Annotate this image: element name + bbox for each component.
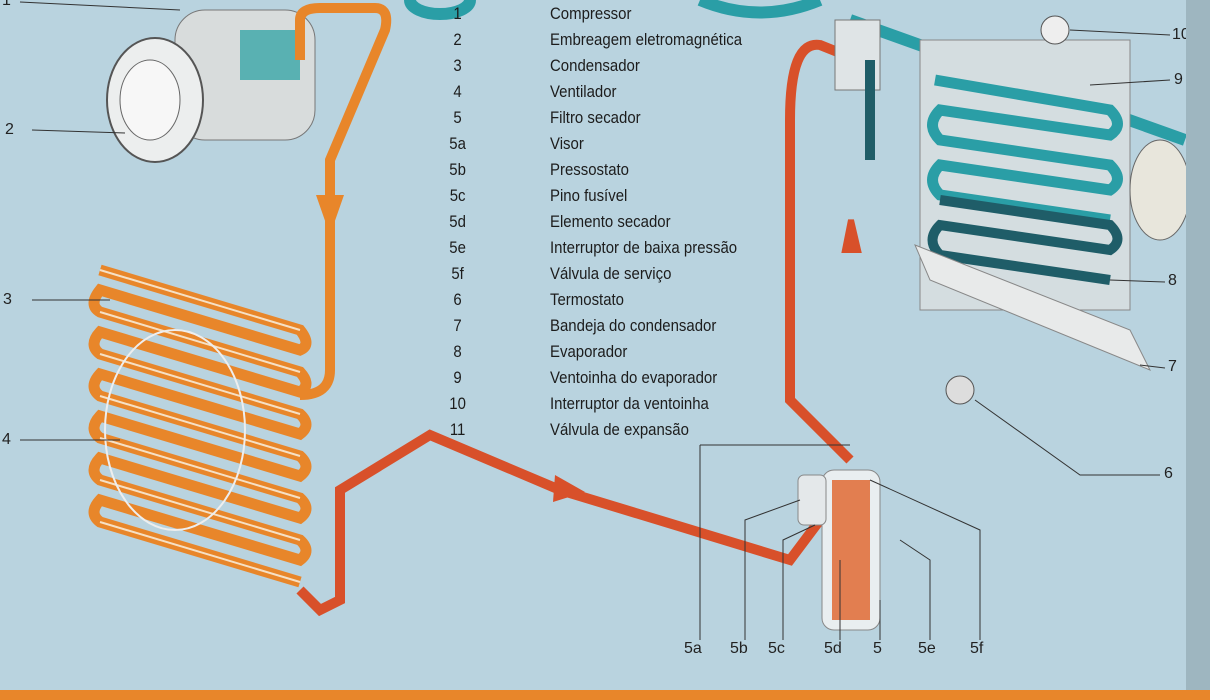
liquid-line: [296, 429, 824, 617]
legend-number: 5a: [449, 134, 466, 153]
callout-5b: 5b: [730, 640, 748, 657]
evaporator: [865, 39, 1131, 311]
legend-label: Evaporador: [550, 342, 628, 361]
leader-lines: [19, 1, 1171, 640]
callout-10: 10: [1172, 26, 1190, 43]
callout-9: 9: [1174, 71, 1183, 88]
callout-5: 5: [873, 640, 882, 657]
legend-label: Pino fusível: [550, 186, 628, 205]
legend-number: 5d: [449, 212, 466, 231]
legend-number: 7: [453, 316, 462, 335]
legend-number: 9: [453, 368, 462, 387]
legend-number: 3: [453, 56, 462, 75]
legend-number: 5c: [449, 186, 466, 205]
condenser-fan: [104, 329, 246, 531]
legend-number: 2: [453, 30, 462, 49]
legend-label: Visor: [550, 134, 584, 153]
callout-5a: 5a: [684, 640, 702, 657]
legend-label: Compressor: [550, 4, 632, 23]
callout-5f: 5f: [970, 640, 984, 657]
legend-label: Termostato: [550, 290, 625, 309]
callout-8: 8: [1168, 272, 1177, 289]
discharge-line: [295, 3, 392, 400]
legend-number: 10: [449, 394, 466, 413]
callout-7: 7: [1168, 358, 1177, 375]
legend-label: Bandeja do condensador: [550, 316, 717, 335]
legend-number: 5: [453, 108, 462, 127]
callout-3: 3: [3, 291, 12, 308]
callout-5d: 5d: [824, 640, 842, 657]
callout-1: 1: [2, 0, 11, 9]
legend-label: Ventilador: [550, 82, 617, 101]
legend-label: Válvula de expansão: [550, 420, 689, 439]
legend-number: 6: [453, 290, 462, 309]
condensate-tray: [914, 244, 1152, 371]
evaporator-fan: [1129, 139, 1191, 241]
legend-number: 11: [449, 420, 466, 439]
legend-label: Condensador: [550, 56, 640, 75]
callout-2: 2: [5, 121, 14, 138]
liquid-line-up: [785, 39, 854, 464]
legend-label: Interruptor de baixa pressão: [550, 238, 738, 257]
pipe-loop: [404, 0, 476, 20]
legend-number: 5e: [449, 238, 466, 257]
legend-number: 5b: [449, 160, 466, 179]
callout-4: 4: [2, 431, 11, 448]
flow-arrow: [553, 475, 585, 502]
legend-number: 4: [453, 82, 462, 101]
condenser-stripes: [99, 269, 301, 583]
callout-5c: 5c: [768, 640, 785, 657]
receiver-dryer: [797, 469, 881, 631]
compressor: [106, 9, 316, 163]
fan-switch: [1040, 15, 1070, 45]
legend-number: 8: [453, 342, 462, 361]
legend-number: 1: [453, 4, 462, 23]
page-edge: [1186, 0, 1210, 690]
callout-5e: 5e: [918, 640, 936, 657]
bottom-border: [0, 690, 1210, 700]
thermostat: [945, 375, 975, 405]
flow-arrow: [316, 195, 344, 235]
legend-label: Embreagem eletromagnética: [550, 30, 743, 49]
callout-6: 6: [1164, 465, 1173, 482]
legend-number: 5f: [451, 264, 464, 283]
legend-label: Elemento secador: [550, 212, 671, 231]
legend-label: Filtro secador: [550, 108, 641, 127]
legend-label: Interruptor da ventoinha: [550, 394, 709, 413]
legend-label: Pressostato: [550, 160, 629, 179]
legend-label: Válvula de serviço: [550, 264, 672, 283]
flow-arrow: [841, 219, 862, 253]
legend-label: Ventoinha do evaporador: [550, 368, 718, 387]
